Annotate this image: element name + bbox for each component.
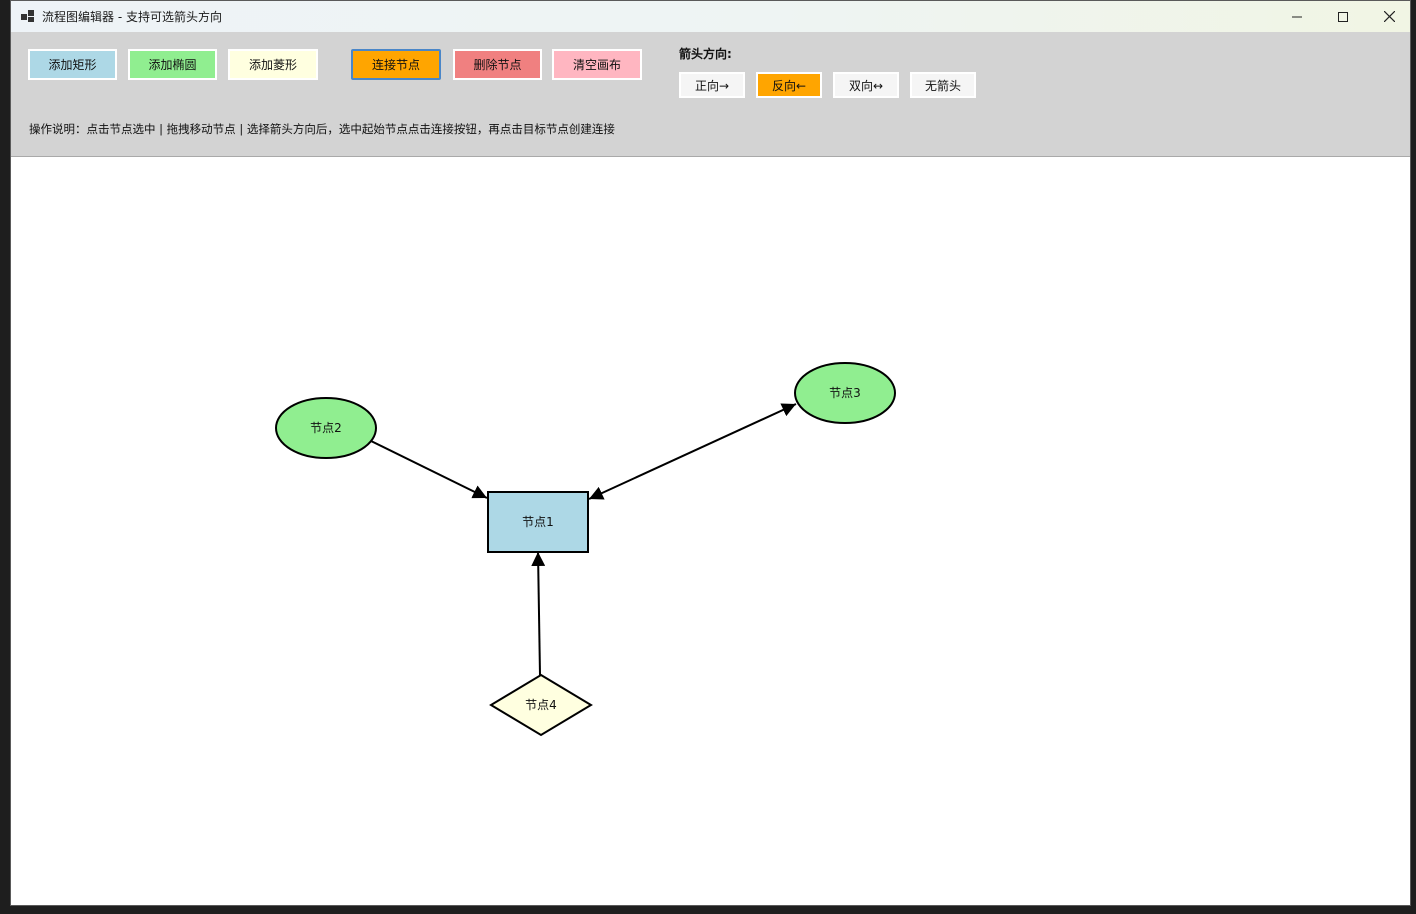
- close-button[interactable]: [1366, 1, 1412, 32]
- minimize-icon: [1292, 16, 1302, 17]
- node-3-label: 节点3: [829, 386, 861, 400]
- arrow-direction-label: 箭头方向:: [679, 47, 732, 61]
- background-window-right: [1411, 0, 1416, 914]
- edge-node4-to-node1[interactable]: [531, 551, 546, 676]
- delete-node-button[interactable]: 删除节点: [453, 49, 542, 80]
- add-rectangle-button[interactable]: 添加矩形: [28, 49, 117, 80]
- node-2-shape[interactable]: [275, 397, 377, 459]
- edge-node2-to-node1[interactable]: [370, 440, 488, 499]
- maximize-icon: [1338, 11, 1348, 22]
- node-2-label: 节点2: [310, 421, 342, 435]
- arrow-both-button[interactable]: 双向↔: [833, 72, 899, 98]
- clear-canvas-button[interactable]: 清空画布: [552, 49, 642, 80]
- node-4-label: 节点4: [525, 698, 557, 712]
- edge-node3-to-node1[interactable]: [588, 403, 797, 500]
- toolbar: 添加矩形 添加椭圆 添加菱形 连接节点 删除节点 清空画布 箭头方向: 正向→ …: [11, 32, 1410, 157]
- instructions-text: 操作说明：点击节点选中 | 拖拽移动节点 | 选择箭头方向后，选中起始节点点击连…: [29, 122, 615, 136]
- window-title: 流程图编辑器 - 支持可选箭头方向: [42, 10, 222, 24]
- arrow-none-button[interactable]: 无箭头: [910, 72, 976, 98]
- node-1[interactable]: 节点1: [487, 491, 589, 553]
- app-window: 流程图编辑器 - 支持可选箭头方向 添加矩形 添加椭圆 添加菱形 连接节点 删除…: [10, 0, 1411, 906]
- node-3-shape[interactable]: [794, 362, 896, 424]
- close-icon: [1383, 11, 1395, 22]
- title-bar: 流程图编辑器 - 支持可选箭头方向: [11, 1, 1410, 32]
- arrow-reverse-button[interactable]: 反向←: [756, 72, 822, 98]
- maximize-button[interactable]: [1320, 1, 1366, 32]
- connect-nodes-button[interactable]: 连接节点: [351, 49, 441, 80]
- add-diamond-button[interactable]: 添加菱形: [228, 49, 318, 80]
- background-window-left: [0, 0, 10, 914]
- node-2[interactable]: 节点2: [275, 397, 377, 459]
- arrow-forward-button[interactable]: 正向→: [679, 72, 745, 98]
- node-4-shape[interactable]: [489, 673, 593, 737]
- app-icon: [21, 10, 34, 22]
- node-1-shape[interactable]: [487, 491, 589, 553]
- add-ellipse-button[interactable]: 添加椭圆: [128, 49, 217, 80]
- minimize-button[interactable]: [1274, 1, 1320, 32]
- flowchart-canvas[interactable]: 节点2 节点3 节点1 节点4: [11, 157, 1410, 905]
- node-4[interactable]: 节点4: [489, 673, 593, 737]
- node-1-label: 节点1: [522, 515, 554, 529]
- node-3[interactable]: 节点3: [794, 362, 896, 424]
